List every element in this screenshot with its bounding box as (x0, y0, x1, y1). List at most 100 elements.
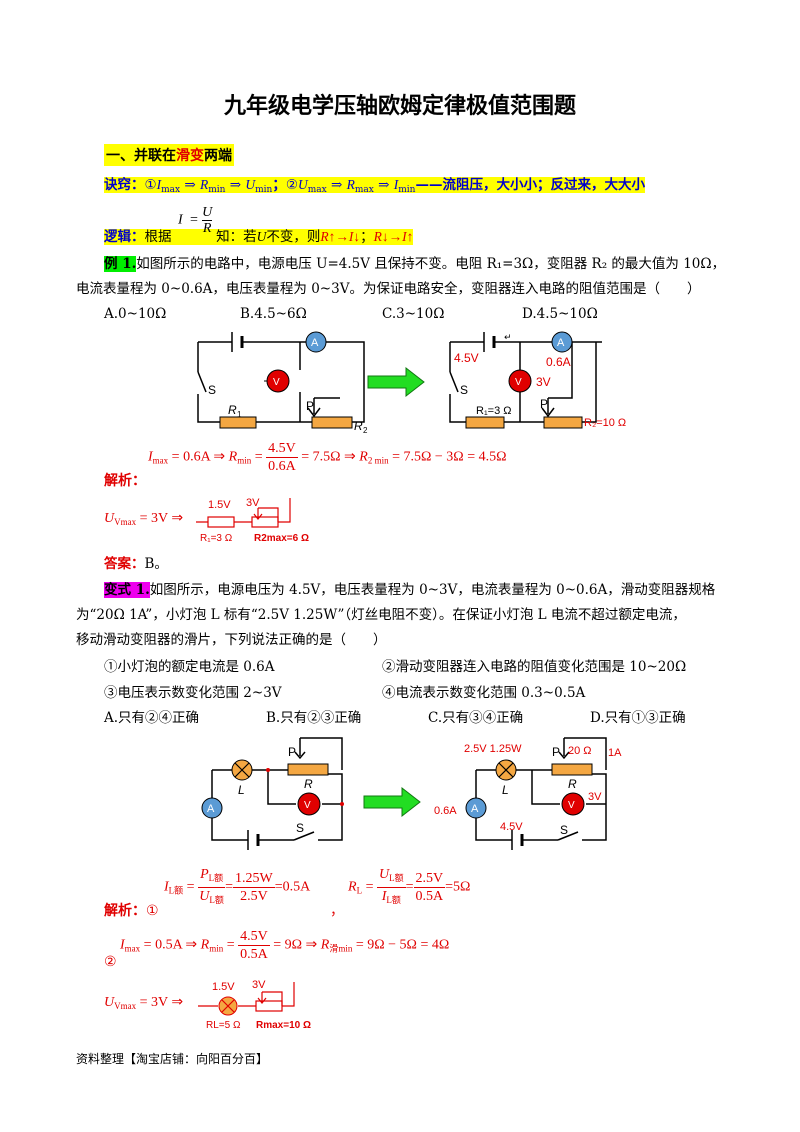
circle-1: ① (144, 177, 157, 193)
ammeter-left (305, 331, 327, 353)
trick-line: 诀窍：①Imax ⇒ Rmin ⇒ Umin；②Umax ⇒ Rmax ⇒ Im… (104, 174, 645, 201)
sub-r2: 滑min (329, 943, 353, 954)
sym-r: R (228, 449, 238, 465)
variant1-uv-diagram: 1.5V 3V RL=5 Ω Rmax=10 Ω (198, 979, 311, 1031)
sym-u: U (104, 511, 115, 526)
sub-max: max (161, 185, 181, 195)
example1-uv-diagram: 1.5V 3V R₁=3 Ω R2max=6 Ω (196, 497, 309, 544)
uv-r1: RL=5 Ω (206, 1020, 241, 1031)
r2-label: R (354, 419, 363, 433)
example1-label: 例 1. (104, 256, 137, 272)
option-a: A.0~10Ω (104, 306, 167, 322)
v-voltmeter-right (561, 792, 585, 816)
uv-r2: Rmax=10 Ω (256, 1020, 311, 1031)
annot-amp: 0.6A (546, 355, 571, 369)
annot-r1: R₁=3 Ω (476, 405, 511, 417)
v-ammeter-right (465, 797, 487, 819)
v-s-label: S (296, 821, 304, 835)
eq2-result: =5Ω (445, 879, 471, 895)
sym-r2: R (320, 937, 330, 953)
eq-b: = 9Ω ⇒ (273, 937, 321, 953)
uv-rest: = 3V ⇒ (136, 511, 184, 526)
ammeter-right (551, 331, 573, 353)
eq-comma: ， (330, 903, 344, 919)
variant1-statement-3: ③电压表示数变化范围 2~3V (104, 685, 282, 701)
annot-rheo: 20 Ω (568, 745, 592, 757)
annot-volt-right: 4.5V (500, 821, 523, 833)
eq-a: = 0.5A ⇒ (143, 937, 201, 953)
annot-rheo2: 1A (608, 747, 622, 759)
sub-min: min (209, 943, 224, 954)
frac-num: 4.5V (266, 441, 298, 458)
sub-max: max (354, 185, 374, 195)
sub-max: max (307, 185, 327, 195)
variant1-statement-2: ②滑动变阻器连入电路的阻值变化范围是 10~20Ω (382, 659, 687, 675)
v-circuit-left (211, 737, 343, 850)
sub-vmax: Vmax (114, 517, 137, 527)
r2-sub: 2 (363, 426, 368, 435)
variant1-analysis-label: 解析：① (104, 900, 159, 920)
answer-value: B。 (144, 556, 168, 572)
ammeter-label: A (311, 337, 319, 349)
v-l-label: L (238, 783, 245, 797)
sub-r2: 2 min (367, 455, 389, 466)
arrow: ⇒ (229, 177, 242, 193)
annot-v3-right: 3V (588, 791, 602, 803)
sym-r: R (348, 879, 357, 895)
sub-min: min (255, 185, 273, 195)
sym-i: I (164, 879, 169, 895)
sym-u: U (378, 867, 390, 882)
variant1-statement-1: ①小灯泡的额定电流是 0.6A (104, 659, 275, 675)
frac-num: 2.5V (413, 871, 446, 888)
p-label: P (306, 399, 314, 413)
option-a: A.只有②④正确 (104, 710, 200, 726)
annot-volt: 4.5V (454, 351, 479, 365)
v-r-label: R (304, 777, 313, 791)
logic-pre: 根据 (144, 229, 172, 245)
trick-tail: ——流阻压，大小小；反过来，大大小 (415, 177, 645, 193)
option-b: B.只有②③正确 (266, 710, 362, 726)
v-rheostat-right (551, 763, 593, 776)
example1-text1: 如图所示的电路中，电源电压 U=4.5V 且保持不变。电阻 R₁=3Ω，变阻器 … (136, 256, 726, 272)
logic-p1: R↑→I↓ (320, 229, 361, 244)
frac-den: 2.5V (240, 889, 268, 904)
lamp-cross-icon (498, 762, 514, 778)
annot-lamp: 2.5V 1.25W (464, 743, 522, 755)
sub-l: L (356, 885, 363, 896)
circle-1: ① (146, 903, 159, 919)
option-d: D.只有①③正确 (590, 710, 686, 726)
uv-v2: 3V (246, 497, 260, 509)
variant1-circuit-diagram: A V P R L S A V 2.5V 1.25W P 20 Ω 1A R L… (201, 737, 622, 850)
example1-answer: 答案：B。 (104, 553, 168, 575)
sym-i: I (120, 937, 125, 953)
frac-den: 0.5A (415, 889, 444, 904)
option-c: C.只有③④正确 (428, 710, 524, 726)
junction-dot (266, 768, 270, 772)
frac-num: U (202, 205, 213, 221)
frac-den: 0.6A (268, 459, 296, 474)
logic-label: 逻辑： (104, 229, 145, 245)
uv-rest: = 3V ⇒ (136, 995, 184, 1010)
section-suffix: 两端 (204, 148, 232, 164)
sym-u: U (256, 229, 267, 244)
logic-p2: R↓→I↑ (373, 229, 414, 244)
r1-resistor (219, 416, 257, 429)
switch-label: S (208, 383, 216, 397)
arrow: ⇒ (378, 177, 390, 193)
option-c: C.3~10Ω (382, 306, 445, 322)
frac-num: 4.5V (238, 929, 270, 946)
v-circuit-right: A V 2.5V 1.25W P 20 Ω 1A R L 3V 4.5V S (464, 737, 622, 850)
trick-label: 诀窍： (104, 177, 145, 193)
annot-v3: 3V (536, 375, 551, 389)
eq-c: = 7.5Ω − 3Ω = 4.5Ω (392, 449, 507, 465)
v-rheostat-left (287, 763, 329, 776)
voltmeter-label: V (273, 377, 280, 388)
green-arrow-icon (367, 366, 425, 398)
